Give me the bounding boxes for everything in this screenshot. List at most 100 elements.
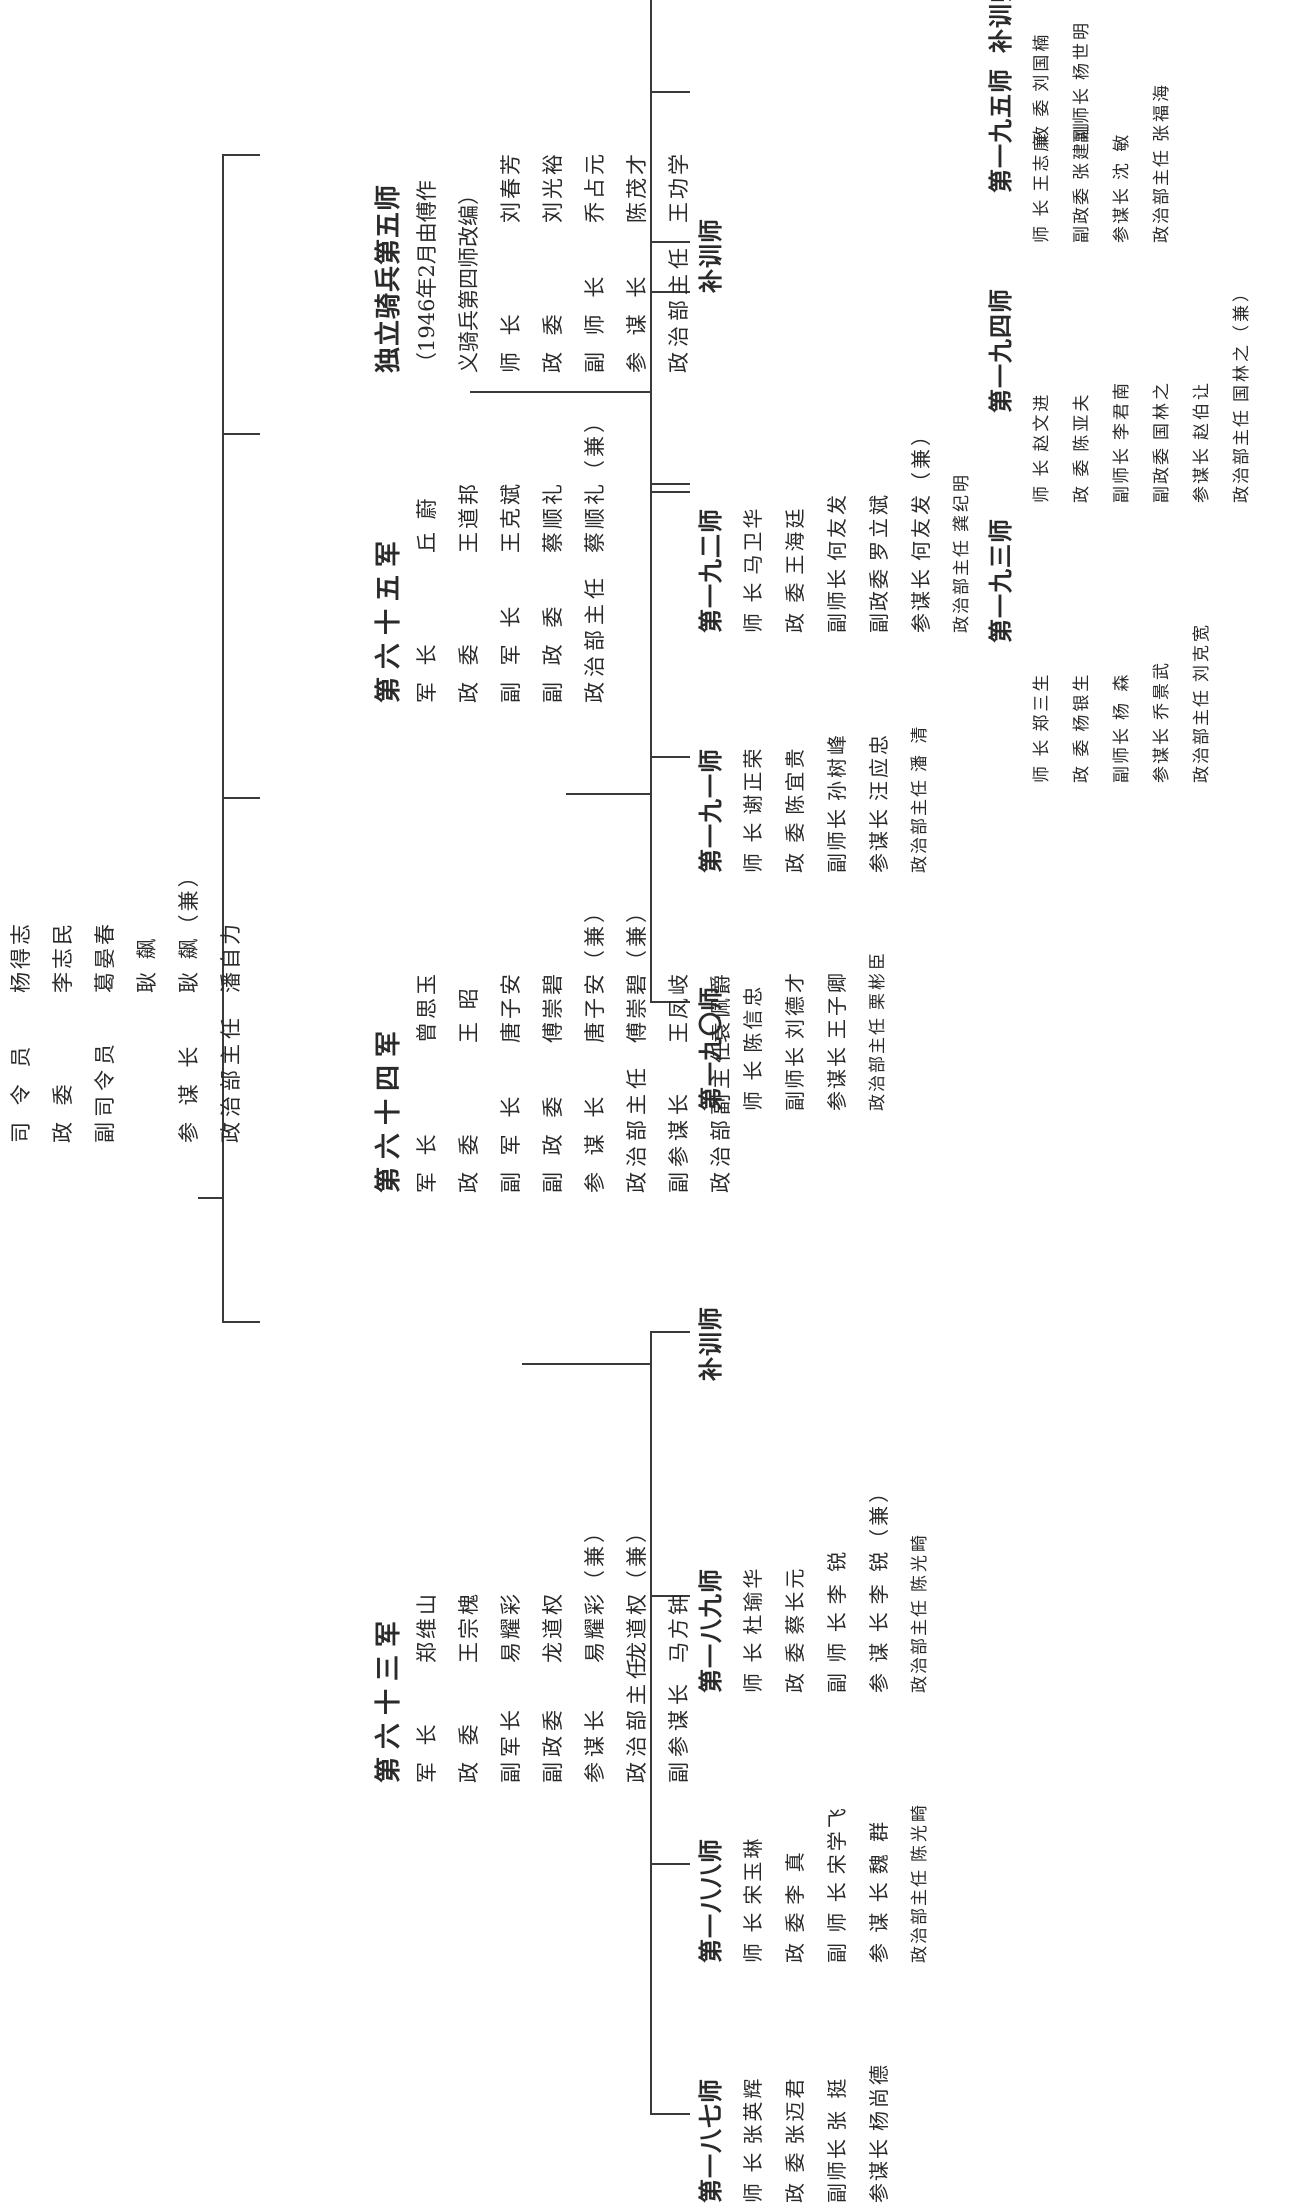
training-division-65-block: 补训师 [980, 0, 1022, 53]
division-row: 政治部主任陈光畸 [910, 1532, 930, 1693]
army-hq-block: 司 令 员杨得志 政 委李志民 副司令员葛晏春 耿 飙 参 谋 长耿 飙（兼） … [0, 863, 252, 1143]
division-row: 师 长郑三生 [1032, 671, 1052, 783]
division-193-heading: 第一九三师 [986, 518, 1015, 643]
corps-64-heading: 第六十四军 [374, 1022, 404, 1193]
division-row: 副师长刘德才 [783, 970, 807, 1111]
division-row: 参 谋 长李 锐（兼） [867, 1479, 891, 1693]
division-row: 副师长杨 森 [1112, 671, 1132, 783]
division-row: 副师长李君南 [1112, 380, 1132, 503]
division-row: 副师长孙树峰 [825, 732, 849, 873]
corps-65-row: 副 军 长王克斌 [499, 481, 523, 703]
division-row: 参谋长汪应忠 [867, 732, 891, 873]
division-row: 师 长杜瑜华 [741, 1565, 765, 1693]
division-189-block: 第一八九师 师 长杜瑜华 政 委蔡长元 副 师 长李 锐 参 谋 长李 锐（兼）… [690, 1480, 940, 1693]
connector-corps63-drop [222, 1321, 260, 1323]
connector-div192 [650, 483, 690, 485]
division-row: 参谋长何友发（兼） [909, 423, 933, 633]
division-187-heading: 第一八七师 [696, 2078, 725, 2203]
corps-63-heading: 第六十三军 [374, 1612, 404, 1783]
training-division-63-block: 补训师 [690, 1306, 732, 1381]
cavalry-5-row: 副 师 长乔占元 [583, 151, 607, 373]
corps-65-block: 第六十五军 军 长丘 蔚 政 委王道邦 副 军 长王克斌 副 政 委蔡顺礼 政治… [372, 409, 616, 703]
division-191-heading: 第一九一师 [696, 748, 725, 873]
corps-63-row: 参谋长易耀彩（兼） [583, 1519, 607, 1783]
corps-64-row: 副 军 长唐子安 [499, 971, 523, 1193]
corps-65-row: 军 长丘 蔚 [415, 495, 439, 703]
connector-corps64-drop [222, 797, 260, 799]
hq-row: 副司令员葛晏春 [93, 921, 117, 1143]
connector-div188 [650, 1863, 690, 1865]
division-row: 参谋长赵伯让 [1192, 380, 1212, 503]
division-195-block: 第一九五师 [980, 68, 1022, 193]
division-row: 副 师 长李 锐 [825, 1548, 849, 1693]
division-191-block: 第一九一师 师 长谢正荣 政 委陈宜贵 副师长孙树峰 参谋长汪应忠 政治部主任潘… [690, 724, 940, 873]
division-194-staff: 师 长赵文进 政 委陈亚夫 副师长李君南 副政委国林之 参谋长赵伯让 政治部主任… [1022, 282, 1262, 503]
division-row: 政治部主任刘克宽 [1192, 622, 1212, 783]
division-187-block: 第一八七师 师 长张英辉 政 委张迈君 副师长张 挺 参谋长杨尚德 [690, 2062, 900, 2203]
connector-div63-train [650, 1331, 690, 1333]
division-row: 政治部主任潘 清 [910, 723, 930, 873]
division-row: 师 长谢正荣 [741, 745, 765, 873]
training-division-64-heading: 补训师 [696, 218, 725, 293]
division-row: 副师长何友发 [825, 492, 849, 633]
division-192-block: 第一九二师 师 长马卫华 政 委王海廷 副师长何友发 副政委罗立斌 参谋长何友发… [690, 423, 982, 633]
division-row: 政 委陈宜贵 [783, 745, 807, 873]
division-row: 副师长杨世明 [1072, 20, 1092, 143]
division-row: 参 谋 长魏 群 [867, 1818, 891, 1963]
division-row: 政 委刘国楠 [1032, 31, 1052, 143]
corps-64-row: 军 长曾思玉 [415, 971, 439, 1193]
cavalry-5-block: 独立骑兵第五师 （1946年2月由傅作 义骑兵第四师改编） 师 长刘春芳 政 委… [372, 151, 700, 373]
division-row: 参谋长沈 敏 [1112, 131, 1132, 243]
corps-64-row: 参 谋 长唐子安（兼） [583, 899, 607, 1193]
training-division-64-block: 补训师 [690, 218, 732, 293]
division-row: 副师长张 挺 [825, 2075, 849, 2203]
corps-64-row: 政 委王 昭 [457, 985, 481, 1193]
corps-63-row: 政 委王宗槐 [457, 1591, 481, 1783]
corps-65-row: 政治部主任蔡顺礼（兼） [583, 409, 607, 703]
division-188-block: 第一八八师 师 长宋玉琳 政 委李 真 副 师 长宋学飞 参 谋 长魏 群 政治… [690, 1802, 940, 1963]
division-row: 政 委张迈君 [783, 2075, 807, 2203]
connector-hq-stem [198, 1197, 222, 1199]
division-row: 副政委国林之 [1152, 380, 1172, 503]
division-row: 参谋长王子卿 [825, 970, 849, 1111]
division-row: 政 委李 真 [783, 1849, 807, 1963]
corps-65-heading: 第六十五军 [374, 532, 404, 703]
cavalry-5-row: 参 谋 长陈茂才 [625, 151, 649, 373]
division-188-heading: 第一八八师 [696, 1838, 725, 1963]
division-192-heading: 第一九二师 [696, 508, 725, 633]
connector-div187 [650, 2113, 690, 2115]
corps-63-row: 副军长易耀彩 [499, 1591, 523, 1783]
corps-63-block: 第六十三军 军 长郑维山 政 委王宗槐 副军长易耀彩 副政委龙道权 参谋长易耀彩… [372, 1519, 700, 1783]
division-row: 政 委王海廷 [783, 505, 807, 633]
connector-cav5-drop [222, 154, 260, 156]
connector-corps65-drop [222, 433, 260, 435]
corps-65-row: 副 政 委蔡顺礼 [541, 481, 565, 703]
division-row: 副 师 长宋学飞 [825, 1805, 849, 1963]
corps-63-row: 政治部主任龙道权（兼） [625, 1519, 649, 1783]
corps-64-row: 副 政 委傅崇碧 [541, 971, 565, 1193]
division-194-block: 第一九四师 [980, 288, 1022, 413]
connector-div193 [650, 491, 690, 493]
training-division-65-heading: 补训师 [986, 0, 1015, 53]
division-190-heading: 第一九〇师 [696, 986, 725, 1111]
division-row: 参谋长乔景武 [1152, 660, 1172, 783]
division-row: 师 长陈信忠 [741, 983, 765, 1111]
corps-65-row: 政 委王道邦 [457, 481, 481, 703]
connector-div191 [650, 756, 690, 758]
division-row: 师 长马卫华 [741, 505, 765, 633]
division-row: 政 委陈亚夫 [1072, 391, 1092, 503]
connector-corps-bar [222, 154, 224, 1323]
hq-row: 参 谋 长耿 飙（兼） [177, 863, 201, 1143]
connector-div63-stem [522, 1363, 650, 1365]
corps-63-row: 军 长郑维山 [415, 1591, 439, 1783]
division-row: 政 委蔡长元 [783, 1565, 807, 1693]
corps-64-row: 政治部主任傅崇碧（兼） [625, 899, 649, 1193]
division-194-heading: 第一九四师 [986, 288, 1015, 413]
corps-63-row: 副政委龙道权 [541, 1591, 565, 1783]
training-division-65-staff: 政 委刘国楠 副师长杨世明 [1022, 20, 1102, 143]
division-195-heading: 第一九五师 [986, 68, 1015, 193]
division-row: 政治部主任龚纪明 [952, 472, 972, 633]
cavalry-5-note: （1946年2月由傅作 [415, 180, 439, 373]
division-193-staff: 师 长郑三生 政 委杨银生 副师长杨 森 参谋长乔景武 政治部主任刘克宽 [1022, 622, 1222, 783]
